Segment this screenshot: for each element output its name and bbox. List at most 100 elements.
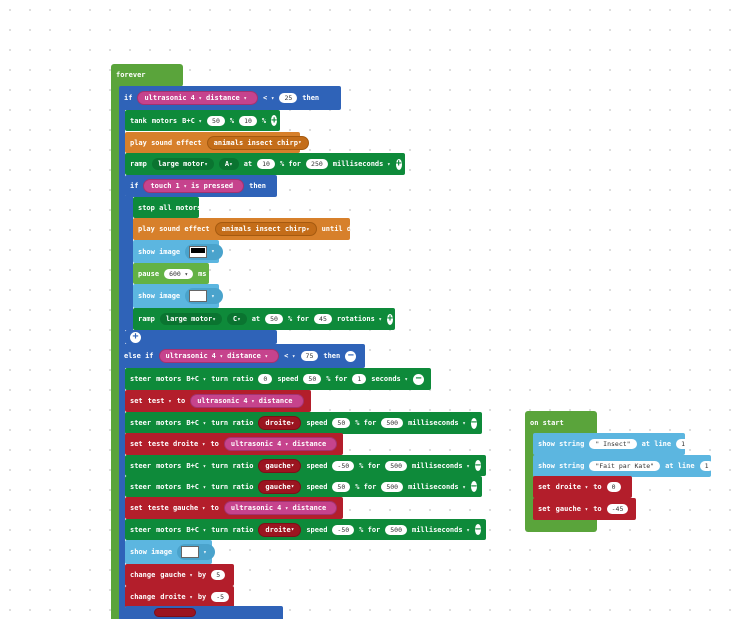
ramp-motor-block[interactable]: ramp large motor A at 10 % for 250 milli… <box>125 153 405 175</box>
value-input[interactable]: 0 <box>606 482 621 492</box>
duration-input[interactable]: 500 <box>385 524 407 535</box>
steer-motors-block[interactable]: steer motors B+C turn ratio 0 speed 50 %… <box>125 368 431 390</box>
show-image-block[interactable]: show image ▾ <box>125 540 215 564</box>
pause-duration-input[interactable]: 600 <box>164 268 194 279</box>
motors-dropdown[interactable]: B+C <box>182 117 202 125</box>
unit-dropdown[interactable]: milliseconds <box>408 483 466 491</box>
ultrasonic-sensor-reporter[interactable]: ultrasonic 4 distance <box>158 349 280 363</box>
expand-plus-icon[interactable] <box>395 158 402 170</box>
ramp-motor-block[interactable]: ramp large motor C at 50 % for 45 rotati… <box>133 308 395 330</box>
unit-dropdown[interactable]: milliseconds <box>412 526 470 534</box>
tank-motors-block[interactable]: tank motors B+C 50 % 10 % <box>125 110 280 131</box>
set-variable-block[interactable]: set test to ultrasonic 4 distance <box>125 390 311 412</box>
unit-dropdown[interactable]: milliseconds <box>412 462 470 470</box>
set-variable-block[interactable]: set gauche to -45 <box>533 498 636 520</box>
collapse-minus-icon[interactable] <box>474 460 481 471</box>
measure-dropdown[interactable]: distance <box>206 94 247 102</box>
stop-all-motors-block[interactable]: stop all motors <box>133 197 201 218</box>
duration-input[interactable]: 250 <box>306 159 328 169</box>
turn-ratio-variable[interactable]: droite <box>258 416 302 430</box>
port-dropdown[interactable]: 4 <box>243 397 254 405</box>
variable-dropdown[interactable]: droite <box>556 483 589 491</box>
image-dropdown[interactable]: ▾ <box>177 544 215 560</box>
steer-motors-block[interactable]: steer motors B+C turn ratio droite speed… <box>125 412 482 434</box>
condition-reporter-partial[interactable] <box>154 608 196 617</box>
duration-input[interactable]: 500 <box>381 481 404 492</box>
motors-dropdown[interactable]: B+C <box>186 375 206 383</box>
turn-ratio-variable[interactable]: gauche <box>258 479 302 494</box>
expand-plus-icon[interactable] <box>387 313 394 325</box>
motors-dropdown[interactable]: B+C <box>186 483 206 491</box>
image-dropdown[interactable]: ▾ <box>185 288 223 304</box>
line-number-input[interactable]: 1 <box>699 461 714 471</box>
unit-dropdown[interactable]: milliseconds <box>408 419 466 427</box>
speed-input[interactable]: 50 <box>332 418 351 428</box>
motor-type-dropdown[interactable]: large motor <box>159 313 222 325</box>
if-ultrasonic-block[interactable]: if ultrasonic 4 distance < 25 then <box>119 86 341 110</box>
turn-ratio-variable[interactable]: gauche <box>258 458 302 473</box>
show-string-block[interactable]: show string "Fait par Kate" at line 1 <box>533 455 714 477</box>
touch-sensor-reporter[interactable]: touch 1 is pressed <box>143 179 245 193</box>
set-variable-block[interactable]: set teste gauche to ultrasonic 4 distanc… <box>125 497 343 519</box>
expand-plus-icon[interactable] <box>271 115 278 126</box>
speed-input[interactable]: -50 <box>332 460 355 471</box>
variable-dropdown[interactable]: droite <box>160 593 193 601</box>
motors-dropdown[interactable]: B+C <box>186 419 206 427</box>
pause-block[interactable]: pause 600 ms <box>133 263 209 284</box>
unit-dropdown[interactable]: milliseconds <box>333 160 391 168</box>
speed-input[interactable]: 50 <box>332 481 351 492</box>
collapse-minus-icon[interactable] <box>413 373 424 385</box>
set-variable-block[interactable]: set teste droite to ultrasonic 4 distanc… <box>125 433 343 455</box>
variable-dropdown[interactable]: gauche <box>160 571 193 579</box>
remove-minus-icon[interactable] <box>345 350 357 362</box>
show-string-block[interactable]: show string " Insect" at line 1 <box>533 433 691 455</box>
measure-dropdown[interactable]: distance <box>227 352 268 360</box>
value-input[interactable]: -45 <box>606 504 629 514</box>
speed-input[interactable]: 50 <box>303 374 322 384</box>
variable-dropdown[interactable]: teste droite <box>148 440 206 448</box>
variable-dropdown[interactable]: gauche <box>556 505 589 513</box>
port-dropdown[interactable]: 1 <box>176 182 187 190</box>
else-if-block[interactable]: else if ultrasonic 4 distance < 75 then <box>119 344 365 368</box>
add-else-plus-icon[interactable] <box>130 331 141 343</box>
speed-input[interactable]: 50 <box>265 314 283 324</box>
variable-dropdown[interactable]: test <box>148 397 172 405</box>
sound-dropdown[interactable]: animals insect chirp <box>206 135 309 150</box>
duration-input[interactable]: 500 <box>385 460 407 471</box>
show-image-block[interactable]: show image ▾ <box>133 284 223 308</box>
change-amount-input[interactable]: -5 <box>211 592 230 602</box>
string-input[interactable]: "Fait par Kate" <box>589 461 661 471</box>
string-input[interactable]: " Insect" <box>589 439 637 449</box>
if-block-partial[interactable] <box>125 606 283 619</box>
motor-type-dropdown[interactable]: large motor <box>151 158 214 170</box>
steer-motors-block[interactable]: steer motors B+C turn ratio gauche speed… <box>125 455 486 476</box>
collapse-minus-icon[interactable] <box>474 524 481 535</box>
change-variable-block[interactable]: change gauche by 5 <box>125 564 234 586</box>
set-variable-block[interactable]: set droite to 0 <box>533 476 632 498</box>
speed-input[interactable]: 10 <box>257 159 275 169</box>
threshold-input[interactable]: 25 <box>279 93 298 103</box>
collapse-minus-icon[interactable] <box>470 417 477 429</box>
change-amount-input[interactable]: 5 <box>211 570 226 580</box>
turn-ratio-input[interactable]: 0 <box>258 374 273 384</box>
duration-input[interactable]: 1 <box>352 374 367 384</box>
threshold-input[interactable]: 75 <box>300 351 319 361</box>
collapse-minus-icon[interactable] <box>470 481 477 492</box>
steer-motors-block[interactable]: steer motors B+C turn ratio gauche speed… <box>125 476 482 497</box>
play-sound-until-done-block[interactable]: play sound effect animals insect chirp u… <box>133 218 364 240</box>
motors-dropdown[interactable]: B+C <box>186 526 206 534</box>
left-speed-input[interactable]: 50 <box>207 115 225 126</box>
image-dropdown[interactable]: ▾ <box>185 243 223 260</box>
duration-input[interactable]: 45 <box>314 314 332 324</box>
operator-dropdown[interactable]: < <box>284 352 295 360</box>
port-dropdown[interactable]: 4 <box>212 352 223 360</box>
change-variable-block[interactable]: change droite by -5 <box>125 586 234 608</box>
ultrasonic-sensor-reporter[interactable]: ultrasonic 4 distance <box>190 394 304 408</box>
steer-motors-block[interactable]: steer motors B+C turn ratio droite speed… <box>125 519 486 540</box>
variable-dropdown[interactable]: teste gauche <box>148 504 206 512</box>
motor-port-dropdown[interactable]: A <box>218 158 239 170</box>
operator-dropdown[interactable]: < <box>263 94 274 102</box>
motor-port-dropdown[interactable]: C <box>226 313 247 325</box>
show-image-block[interactable]: show image ▾ <box>133 240 223 263</box>
unit-dropdown[interactable]: seconds <box>371 375 408 383</box>
